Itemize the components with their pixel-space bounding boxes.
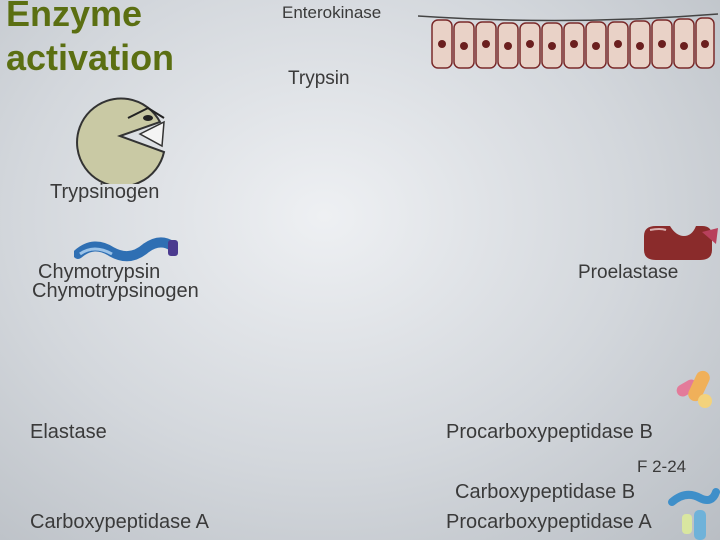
label-elastase: Elastase <box>30 421 107 443</box>
label-trypsinogen: Trypsinogen <box>50 181 160 203</box>
slide-title: Enzyme activation <box>6 0 174 80</box>
label-procarboxypeptidase-b: Procarboxypeptidase B <box>446 421 653 443</box>
intestinal-epithelium-icon <box>418 13 718 69</box>
proelastase-icon <box>644 226 718 260</box>
trypsin-pacman-icon <box>76 97 166 184</box>
title-line-2: activation <box>6 37 175 78</box>
label-procarboxypeptidase-a: Procarboxypeptidase A <box>446 511 652 533</box>
procarboxypeptidase-b-icon <box>676 370 712 408</box>
title-line-1: Enzyme <box>6 0 143 34</box>
label-enterokinase: Enterokinase <box>282 3 382 22</box>
procarboxypeptidase-a-icon <box>668 488 720 540</box>
label-carboxypeptidase-b: Carboxypeptidase B <box>455 481 636 503</box>
label-proelastase: Proelastase <box>578 262 679 283</box>
chymotrypsinogen-ribbon-icon <box>74 237 178 262</box>
figure-code: F 2-24 <box>637 457 687 476</box>
label-chymotrypsinogen: Chymotrypsinogen <box>32 280 199 302</box>
label-chymotrypsin: Chymotrypsin <box>38 261 161 283</box>
label-trypsin: Trypsin <box>288 68 350 89</box>
label-carboxypeptidase-a: Carboxypeptidase A <box>30 511 210 533</box>
